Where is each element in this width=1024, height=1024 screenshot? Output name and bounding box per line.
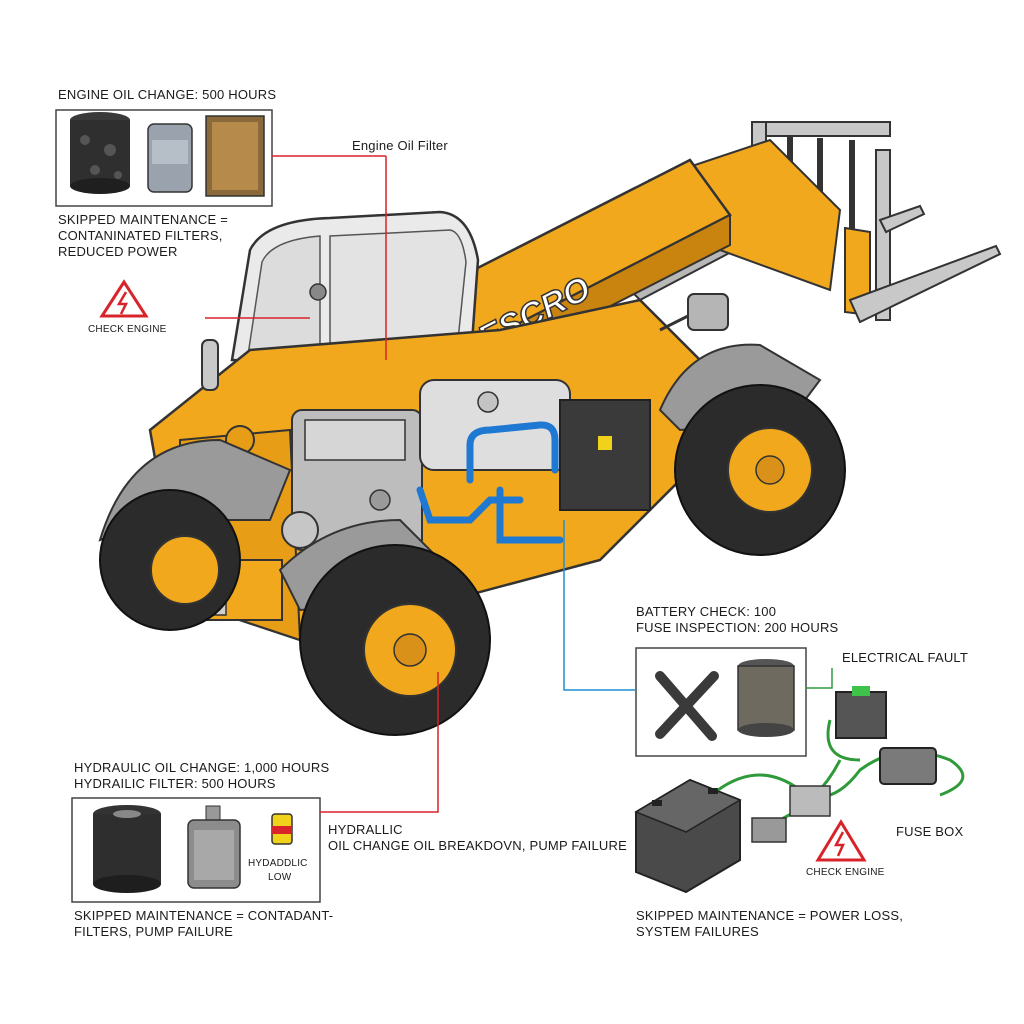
engine-consequence-line1: SKIPPED MAINTENANCE = <box>58 212 228 227</box>
hydraulic-consequence-line2: FILTERS, PUMP FAILURE <box>74 924 234 939</box>
operator-cab <box>230 210 480 372</box>
dirty-hydraulic-filter-icon <box>93 805 161 893</box>
electrical-consequence-line2: SYSTEM FAILURES <box>636 924 759 939</box>
battery-interval-label: BATTERY CHECK: 100 <box>636 604 777 619</box>
engine-consequence-line3: REDUCED POWER <box>58 244 178 259</box>
rear-wheel <box>98 438 292 631</box>
electrical-consequence-line1: SKIPPED MAINTENANCE = POWER LOSS, <box>636 908 904 923</box>
engine-warning-label: CHECK ENGINE <box>88 324 167 335</box>
hydraulic-indicator-line2: LOW <box>268 872 292 883</box>
engine-consequence-line2: CONTANINATED FILTERS, <box>58 228 223 243</box>
electrical-fault-pointer <box>806 668 833 689</box>
clogged-filter-icon <box>70 112 130 194</box>
hydraulic-indicator-line1: HYDADDLIC <box>248 858 308 869</box>
telehandler-illustration: TELESCRO <box>98 121 1002 736</box>
battery-icon <box>634 778 742 894</box>
hydraulic-interval-line1: HYDRAULIC OIL CHANGE: 1,000 HOURS <box>74 760 330 775</box>
fuse-box-icon <box>751 686 937 843</box>
engine-block <box>281 379 651 551</box>
engine-oil-filter-callout: Engine Oil Filter <box>352 138 448 153</box>
electrical-callout-line <box>563 520 636 691</box>
hydraulic-interval-line2: HYDRAILIC FILTER: 500 HOURS <box>74 776 276 791</box>
engine-interval-label: ENGINE OIL CHANGE: 500 HOURS <box>58 87 277 102</box>
fuel-filter-icon <box>737 659 795 737</box>
hydraulic-level-indicator-icon <box>271 813 293 845</box>
hydraulic-filter-icon <box>187 805 241 889</box>
air-filter-icon <box>205 115 265 197</box>
electrical-fault-callout: ELECTRICAL FAULT <box>842 650 969 665</box>
fuse-box-label: FUSE BOX <box>896 824 964 839</box>
hydraulic-callout-line2: OIL CHANGE OIL BREAKDOVN, PUMP FAILURE <box>328 838 627 853</box>
front-wheel <box>278 518 491 736</box>
warning-triangle-icon <box>99 279 149 318</box>
hydraulic-maintenance-panel <box>71 672 439 903</box>
side-mirror <box>659 293 729 332</box>
hydraulic-hoses <box>416 421 564 544</box>
back-right-wheel <box>658 343 846 556</box>
warning-triangle-icon <box>815 819 867 862</box>
electrical-maintenance-panel <box>563 520 965 894</box>
fuse-interval-label: FUSE INSPECTION: 200 HOURS <box>636 620 839 635</box>
hydraulic-callout-line1: HYDRALLIC <box>328 822 403 837</box>
hydraulic-consequence-line1: SKIPPED MAINTENANCE = CONTADANT- <box>74 908 334 923</box>
electrical-warning-label: CHECK ENGINE <box>806 867 885 878</box>
oil-filter-icon <box>147 123 193 193</box>
wrench-screwdriver-icon <box>655 671 719 741</box>
hydraulic-callout-line <box>320 672 439 813</box>
engine-maintenance-panel <box>55 109 387 360</box>
